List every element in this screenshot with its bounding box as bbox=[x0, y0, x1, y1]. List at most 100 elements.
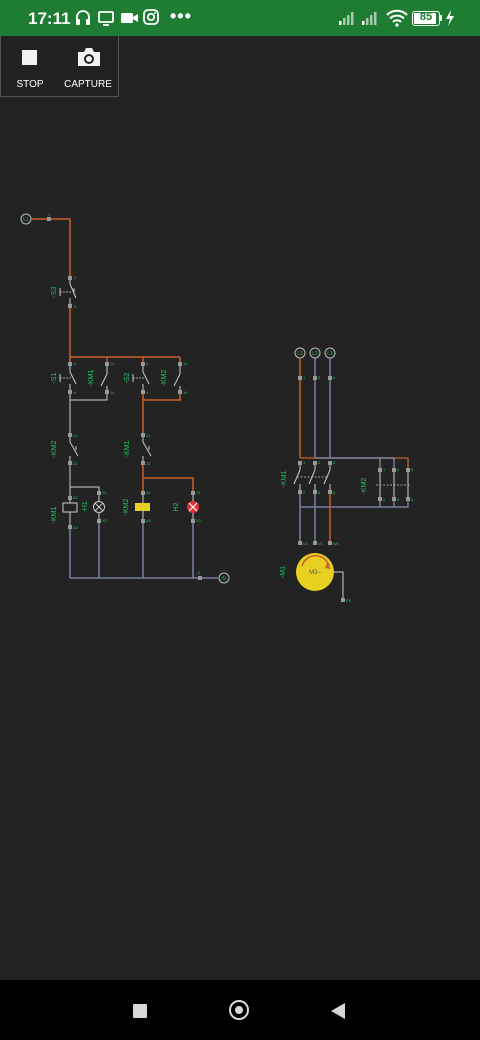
terminal-l1-label: L1 bbox=[23, 217, 29, 223]
motor-label: -M1 bbox=[280, 566, 287, 578]
headphones-icon bbox=[76, 10, 90, 25]
pin-label: V1 bbox=[318, 541, 324, 546]
s3-contact[interactable] bbox=[69, 283, 77, 299]
cast-icon bbox=[98, 11, 114, 26]
pe-wire bbox=[334, 571, 344, 600]
signal-icon bbox=[339, 12, 354, 25]
h1-lamp[interactable] bbox=[93, 501, 105, 513]
control-circuit: L1 1 1 2 -S3 3 4 -S1 bbox=[20, 212, 230, 584]
recents-icon[interactable] bbox=[133, 1004, 147, 1018]
recording-toolbar: STOP CAPTURE bbox=[0, 36, 119, 97]
km1-interlock-label: -KM1 bbox=[124, 441, 131, 458]
pin-label: 3 bbox=[397, 467, 400, 472]
capture-button[interactable]: CAPTURE bbox=[59, 36, 117, 96]
battery-level: 85 bbox=[419, 11, 433, 23]
pin-label: 22 bbox=[73, 461, 78, 466]
pin-label: X1 bbox=[102, 490, 108, 495]
pin-label: 21 bbox=[73, 433, 78, 438]
terminal-n[interactable] bbox=[218, 572, 230, 584]
pin-label: A1 bbox=[146, 490, 152, 495]
pin-label: 4 bbox=[318, 490, 321, 495]
km1-main-label: -KM1 bbox=[281, 471, 288, 488]
instagram-icon bbox=[143, 9, 159, 25]
pin-label: 2 bbox=[303, 490, 306, 495]
km1-holding-label: -KM1 bbox=[88, 370, 95, 387]
terminal-dot bbox=[47, 217, 51, 221]
pin-label: PE bbox=[346, 598, 352, 603]
pin-label: 1 bbox=[303, 460, 306, 465]
pin-label: U1 bbox=[303, 541, 309, 546]
stop-icon bbox=[22, 50, 37, 65]
pin-label: 2 bbox=[383, 497, 386, 502]
pin-label: 3 bbox=[318, 375, 321, 380]
km1-holding-contact[interactable] bbox=[100, 373, 108, 387]
pin-label: 21 bbox=[146, 433, 151, 438]
video-icon bbox=[121, 13, 138, 23]
pin-label: 5 bbox=[411, 467, 414, 472]
pin-label: 1 bbox=[48, 212, 51, 217]
terminal-l3-label: L3 bbox=[327, 351, 333, 357]
s2-label: -S2 bbox=[124, 372, 131, 383]
pin-label: A2 bbox=[146, 518, 152, 523]
pin-label: 13 bbox=[183, 361, 188, 366]
pin-label: X2 bbox=[196, 518, 202, 523]
km2-interlock-contact[interactable] bbox=[69, 441, 79, 457]
s2-contact[interactable] bbox=[142, 371, 150, 385]
km2-interlock-label: -KM2 bbox=[51, 441, 58, 458]
pin-label: 6 bbox=[333, 490, 336, 495]
back-icon[interactable] bbox=[331, 1003, 345, 1019]
pin-label: 4 bbox=[74, 390, 77, 395]
camera-icon bbox=[78, 48, 100, 66]
km2-main-label: -KM2 bbox=[361, 478, 368, 495]
pin-label: 6 bbox=[411, 497, 414, 502]
wiring-diagram: L1 1 1 2 -S3 3 4 -S1 bbox=[20, 212, 414, 603]
pin-label: A1 bbox=[73, 495, 79, 500]
km2-holding-label: -KM2 bbox=[161, 370, 168, 387]
km2-coil-label: -KM2 bbox=[123, 499, 130, 516]
km2-coil[interactable] bbox=[135, 503, 150, 511]
km1-interlock-contact[interactable] bbox=[142, 441, 152, 457]
clock: 17:11 bbox=[28, 9, 71, 28]
pin-label: X2 bbox=[102, 518, 108, 523]
rotation-arrow bbox=[301, 554, 330, 567]
pin-label: X1 bbox=[196, 490, 202, 495]
km1-coil-label: -KM1 bbox=[51, 507, 58, 524]
more-icon: ••• bbox=[170, 6, 192, 26]
stop-label: STOP bbox=[16, 79, 44, 90]
pin-label: 3 bbox=[146, 361, 149, 366]
pin-label: W1 bbox=[333, 541, 340, 546]
s1-label: -S1 bbox=[51, 372, 58, 383]
pin-label: 2 bbox=[198, 570, 201, 575]
battery-icon: 85 bbox=[412, 11, 440, 26]
home-icon[interactable] bbox=[229, 1000, 249, 1020]
pin-label: 1 bbox=[303, 375, 306, 380]
pin-label: 3 bbox=[74, 361, 77, 366]
charging-icon bbox=[446, 10, 454, 26]
power-circuit: L1 L2 L3 1 3 5 1 3 5 bbox=[280, 347, 414, 603]
pin-label: 5 bbox=[333, 460, 336, 465]
pin-label: 1 bbox=[74, 275, 77, 280]
motor-text: M3~ bbox=[309, 570, 321, 576]
terminal-l2-label: L2 bbox=[312, 351, 318, 357]
pin-label: 4 bbox=[146, 390, 149, 395]
status-bar: 17:11 ••• 85 bbox=[0, 0, 480, 36]
pin-label: 14 bbox=[110, 390, 115, 395]
terminal-l1-label: L1 bbox=[297, 351, 303, 357]
km2-holding-contact[interactable] bbox=[173, 373, 181, 387]
motor-m1[interactable] bbox=[296, 553, 334, 591]
signal-icon bbox=[362, 12, 377, 25]
s1-contact[interactable] bbox=[69, 371, 77, 385]
km1-coil[interactable] bbox=[62, 502, 78, 513]
pin-label: 3 bbox=[318, 460, 321, 465]
h2-label: H2 bbox=[173, 502, 180, 511]
s3-label: -S3 bbox=[51, 286, 58, 297]
pin-label: 22 bbox=[146, 461, 151, 466]
pin-label: 2 bbox=[74, 304, 77, 309]
pin-label: 1 bbox=[383, 467, 386, 472]
pin-label: 5 bbox=[333, 375, 336, 380]
terminal-n-label: N bbox=[222, 576, 226, 582]
stop-button[interactable]: STOP bbox=[1, 36, 59, 96]
navigation-bar bbox=[0, 980, 480, 1040]
pin-label: 14 bbox=[183, 390, 188, 395]
capture-label: CAPTURE bbox=[64, 79, 112, 90]
